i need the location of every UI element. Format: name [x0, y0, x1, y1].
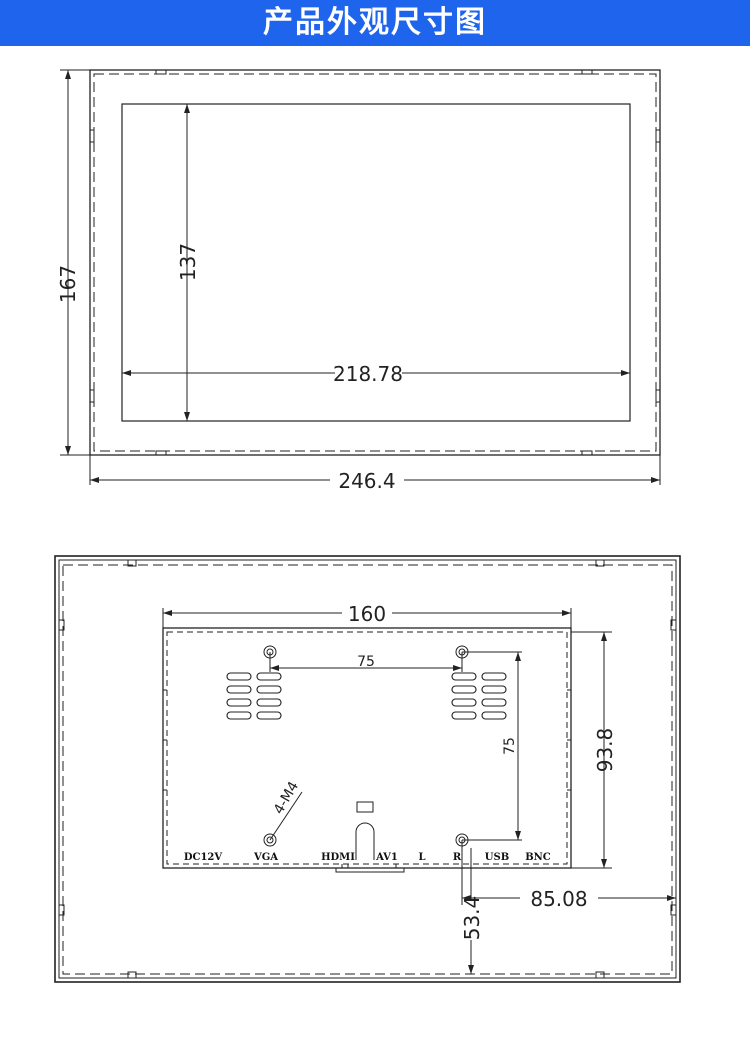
- bracket-plate: [162, 627, 572, 869]
- page-title: 产品外观尺寸图: [263, 5, 487, 40]
- back-dashed-frame: [62, 564, 673, 975]
- back-tabs: [59, 560, 676, 978]
- port-label: R: [453, 852, 462, 863]
- dim-vesa-horizontal: 75: [357, 654, 375, 670]
- dim-total-width: 246.4: [338, 469, 395, 493]
- back-view: [54, 555, 681, 983]
- port-label: VGA: [253, 852, 278, 863]
- vesa-holes: [263, 645, 469, 847]
- switch-slot: [356, 801, 374, 813]
- back-inner-frame: [58, 559, 677, 979]
- port-label: AV1: [375, 852, 398, 863]
- port-label: BNC: [525, 852, 551, 863]
- port-label: HDMI: [321, 852, 355, 863]
- dim-offset-bottom: 53.4: [460, 896, 484, 941]
- front-view: [60, 69, 661, 485]
- front-tabs: [90, 70, 660, 455]
- dim-screen-height: 137: [176, 243, 200, 281]
- dim-screen-width: 218.78: [333, 362, 403, 386]
- vent-slots-left: [226, 672, 282, 720]
- bracket-inner-dashed: [166, 631, 568, 865]
- dim-offset-right: 85.08: [530, 887, 587, 911]
- port-label: DC12V: [184, 852, 223, 863]
- dim-bracket-width: 160: [348, 602, 386, 626]
- dim-total-height: 167: [56, 265, 80, 303]
- screen-area: [121, 103, 631, 422]
- title-banner: 产品外观尺寸图: [0, 0, 750, 46]
- front-outer-frame: [89, 69, 661, 456]
- port-edge: [335, 864, 405, 873]
- vent-slots-right: [451, 672, 507, 720]
- port-label: USB: [485, 852, 509, 863]
- back-outer-frame: [54, 555, 681, 983]
- dim-bracket-height: 93.8: [593, 728, 617, 773]
- dim-vesa-vertical: 75: [502, 737, 518, 755]
- front-inner-dashed-frame: [93, 73, 657, 452]
- port-label: L: [418, 852, 425, 863]
- connector-recess: [355, 822, 375, 860]
